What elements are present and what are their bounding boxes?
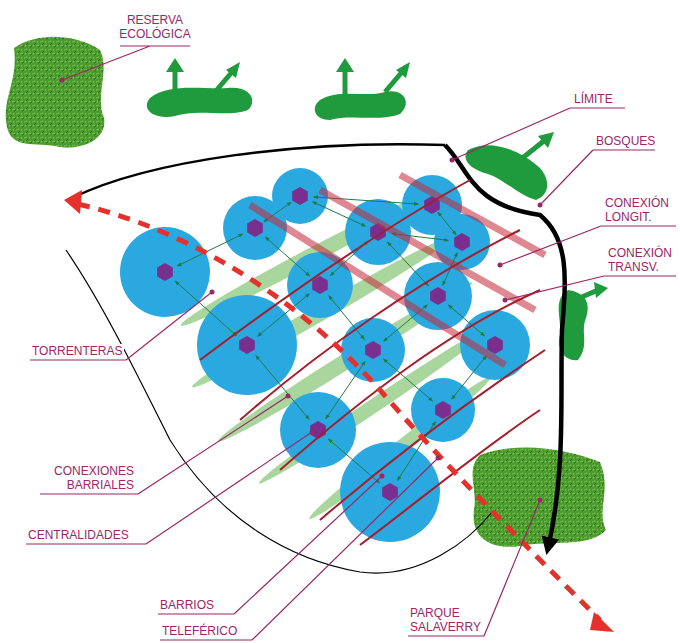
centrality-hexagon bbox=[247, 219, 263, 237]
centrality-hexagon bbox=[239, 336, 255, 354]
callout-label: TORRENTERAS bbox=[30, 344, 124, 358]
callout-label: CENTRALIDADES bbox=[26, 528, 131, 542]
callout-label: CONEXIÓN LONGIT. bbox=[603, 196, 671, 224]
neighbourhood-link bbox=[329, 296, 364, 339]
longitudinal-connections bbox=[200, 180, 545, 545]
callout-label: CONEXIONES BARRIALES bbox=[52, 464, 136, 492]
leader-lines bbox=[26, 46, 676, 640]
neighbourhood-link bbox=[452, 356, 487, 399]
neighbourhood-circle bbox=[280, 392, 356, 468]
neighbourhood-link bbox=[326, 362, 365, 419]
centrality-hexagon bbox=[157, 263, 173, 281]
callout-label: PARQUE SALAVERRY bbox=[408, 606, 483, 634]
callout-label: RESERVA ECOLÓGICA bbox=[117, 13, 192, 41]
cable-car-arrow bbox=[64, 190, 82, 214]
centrality-hexagon bbox=[454, 233, 470, 251]
park-area bbox=[473, 447, 606, 546]
centrality-hexagon bbox=[435, 401, 451, 419]
centrality-hexagon bbox=[382, 483, 398, 501]
neighbourhood-link bbox=[175, 281, 236, 335]
neighbourhood-circle bbox=[411, 378, 475, 442]
leader-dots bbox=[60, 78, 543, 503]
neighbourhood-link bbox=[178, 234, 243, 266]
neighbourhood-circle bbox=[341, 318, 405, 382]
callout-label: BARRIOS bbox=[158, 598, 216, 612]
neighbourhood-link bbox=[438, 212, 456, 234]
ravine-bands bbox=[177, 192, 495, 525]
neighbourhood-circle bbox=[197, 295, 297, 395]
centrality-hexagon bbox=[365, 341, 381, 359]
forest-arrows bbox=[175, 70, 598, 300]
limit-line bbox=[445, 145, 565, 548]
ecological-reserve bbox=[6, 37, 105, 148]
callout-label: BOSQUES bbox=[594, 134, 657, 148]
callout-label: TELEFÉRICO bbox=[160, 624, 239, 638]
forest-arrowheads bbox=[166, 58, 608, 298]
centrality-hexagon bbox=[292, 187, 308, 205]
callout-label: CONEXIÓN TRANSV. bbox=[606, 246, 674, 274]
centrality-hexagon bbox=[430, 287, 446, 305]
cable-car-line bbox=[78, 204, 600, 620]
transverse-connections bbox=[250, 175, 545, 365]
neighbourhood-link bbox=[256, 356, 309, 420]
neighbourhood-circle bbox=[340, 442, 440, 542]
limit-line bbox=[72, 144, 445, 198]
callout-label: LÍMITE bbox=[572, 92, 615, 106]
neighbourhood-link bbox=[266, 237, 310, 276]
cable-car-arrow bbox=[590, 612, 614, 632]
